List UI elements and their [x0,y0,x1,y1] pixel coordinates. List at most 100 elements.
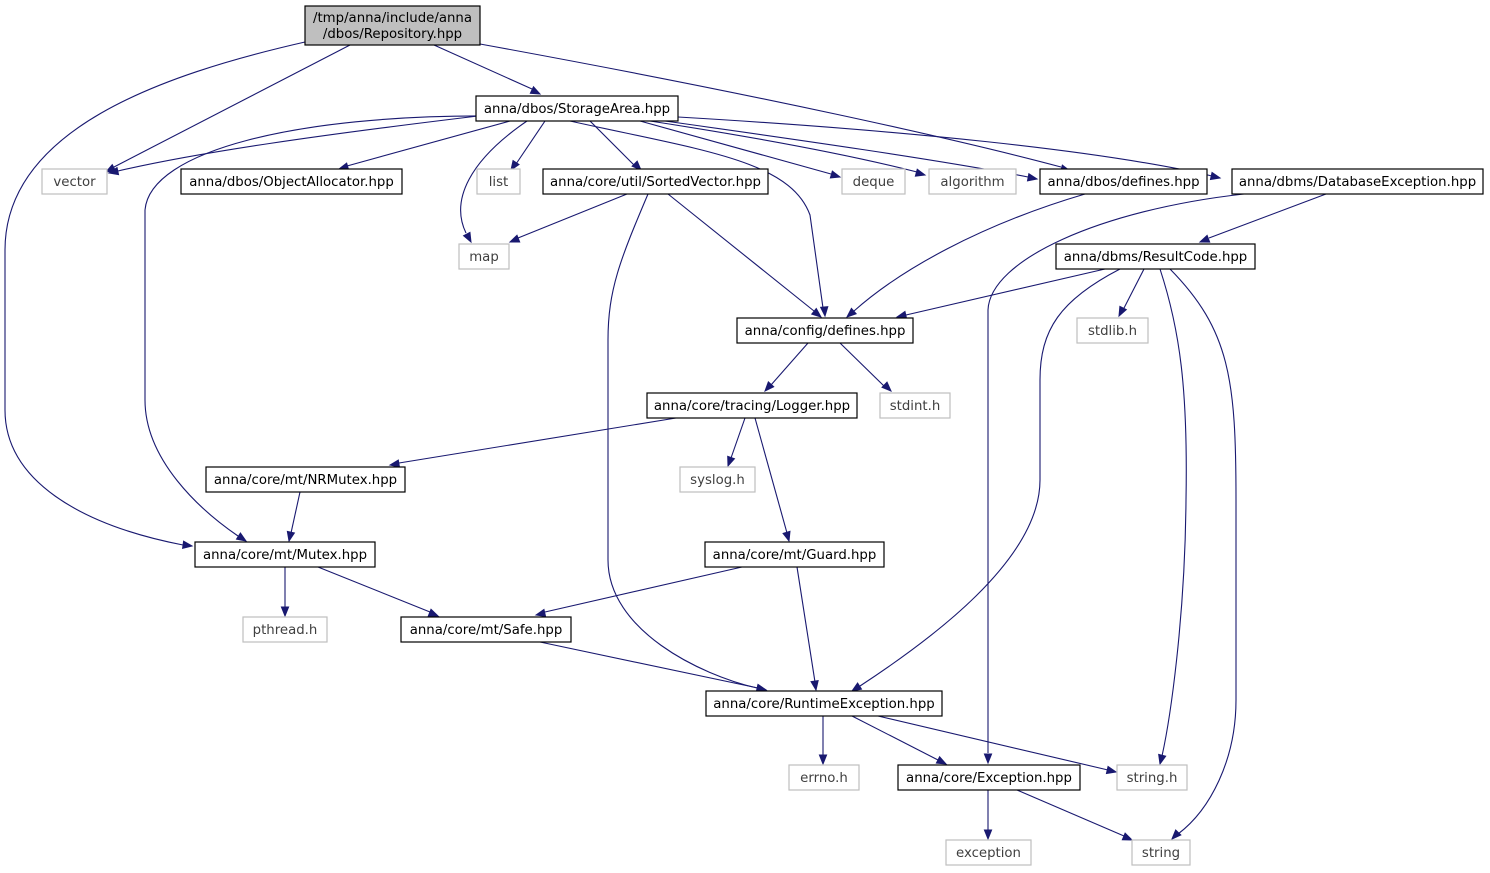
edge-line [113,44,351,168]
edge-resultcode-to-configdefines [895,268,1106,320]
edge-dbosdefines-to-configdefines [845,193,1086,318]
edge-line [987,193,1245,753]
edge-arrowhead [529,85,542,95]
edge-line [853,193,1086,312]
node-exception-hpp[interactable]: anna/core/Exception.hpp [897,764,1081,791]
node-label: anna/core/mt/NRMutex.hpp [214,473,397,488]
edge-arrowhead [782,530,791,543]
node-label: anna/dbos/ObjectAllocator.hpp [189,175,394,190]
node-stdlib: stdlib.h [1076,317,1149,344]
node-deque: deque [841,168,906,195]
edge-line [317,566,431,613]
edge-mutex-to-safe [317,566,440,617]
edge-line [4,41,306,546]
edge-arrowhead [1198,234,1211,243]
edge-line [479,43,1062,168]
node-mutex[interactable]: anna/core/mt/Mutex.hpp [194,541,376,568]
edge-arrowhead [829,170,842,179]
node-dbosdefines[interactable]: anna/dbos/defines.hpp [1039,168,1208,195]
edge-line [144,115,489,537]
node-nrmutex[interactable]: anna/core/mt/NRMutex.hpp [205,466,406,493]
node-label: anna/core/mt/Guard.hpp [713,548,877,563]
node-box [542,168,769,195]
node-map: map [458,243,510,270]
edge-line [796,566,816,683]
edge-resultcode-to-stdlib [1118,268,1145,318]
edge-line [839,342,885,387]
node-label: deque [853,175,895,190]
node-storagearea[interactable]: anna/dbos/StorageArea.hpp [475,95,679,122]
node-label: anna/core/Exception.hpp [906,771,1072,786]
node-box [1116,764,1188,791]
node-label: anna/dbms/ResultCode.hpp [1064,250,1248,265]
edge-sortedvector-to-configdefines [667,193,823,318]
edge-exception_hpp-to-exception [983,790,993,841]
edge-arrowhead [286,530,296,543]
edge-arrowhead [107,166,120,176]
edge-storagearea-to-sortedvector [589,120,642,171]
node-box [1131,839,1191,866]
node-box [458,243,510,270]
edge-arrowhead [427,608,440,617]
edge-line [1122,268,1145,311]
node-dbexception[interactable]: anna/dbms/DatabaseException.hpp [1231,168,1484,195]
node-label: stdlib.h [1088,324,1137,339]
edge-mutex-to-pthread [280,567,290,618]
node-box [1039,168,1208,195]
edge-arrowhead [1158,753,1167,766]
edge-dbexception-to-resultcode [1198,193,1327,243]
edge-storagearea-to-mutex [144,115,489,542]
edge-arrowhead [845,307,858,318]
edge-arrowhead [810,679,819,692]
edge-arrowhead [280,606,290,618]
edge-exception_hpp-to-string [1016,789,1134,841]
node-exception: exception [945,839,1032,866]
edge-line [569,120,824,309]
node-objectallocator[interactable]: anna/dbos/ObjectAllocator.hpp [180,168,403,195]
node-box [180,168,403,195]
node-box [476,168,521,195]
edge-arrowhead [1121,832,1134,841]
node-logger[interactable]: anna/core/tracing/Logger.hpp [646,392,858,419]
edge-resultcode-to-stringh [1158,268,1187,766]
node-label: stdint.h [890,399,941,414]
node-algorithm: algorithm [928,168,1017,195]
node-box [400,616,572,643]
edge-arrowhead [1171,829,1182,840]
edge-line [1159,268,1187,757]
edge-guard-to-runtimeexception [796,566,819,692]
edge-storagearea-to-deque [639,120,842,179]
node-repository[interactable]: /tmp/anna/include/anna/dbos/Repository.h… [304,5,481,46]
node-box [646,392,858,419]
edge-arrowhead [818,754,828,766]
edge-arrowhead [1026,172,1039,182]
edge-arrowhead [983,753,993,765]
edge-arrowhead [764,381,775,393]
edge-storagearea-to-vector [107,115,479,176]
node-box [841,168,906,195]
node-configdefines[interactable]: anna/config/defines.hpp [736,317,914,344]
node-safe[interactable]: anna/core/mt/Safe.hpp [400,616,572,643]
edge-line [770,342,809,386]
edge-logger-to-guard [754,417,791,543]
node-label: map [469,250,499,265]
node-resultcode[interactable]: anna/dbms/ResultCode.hpp [1055,243,1256,270]
edge-arrowhead [850,682,863,692]
edge-line [607,193,758,689]
edge-line [859,268,1121,687]
node-sortedvector[interactable]: anna/core/util/SortedVector.hpp [542,168,769,195]
edge-arrowhead [881,381,892,392]
node-label: exception [956,846,1021,861]
node-box [1231,168,1484,195]
node-guard[interactable]: anna/core/mt/Guard.hpp [704,541,885,568]
edge-resultcode-to-string [1169,268,1237,840]
node-box [194,541,376,568]
node-stringh: string.h [1116,764,1188,791]
graph-edges [4,41,1327,841]
edge-configdefines-to-logger [764,342,809,393]
edge-repository-to-storagearea [433,44,542,95]
node-runtimeexception[interactable]: anna/core/RuntimeException.hpp [705,690,943,717]
edge-arrowhead [1118,305,1128,318]
graph-nodes: /tmp/anna/include/anna/dbos/Repository.h… [41,5,1484,866]
node-box [242,616,328,643]
